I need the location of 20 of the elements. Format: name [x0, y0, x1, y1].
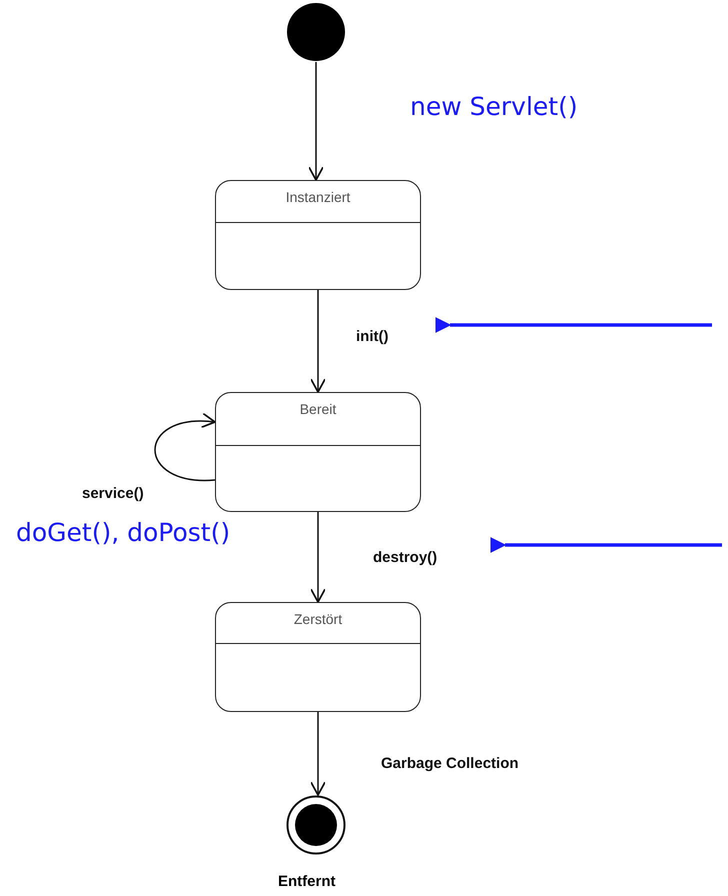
state-box — [215, 180, 421, 290]
edge-label: init() — [356, 328, 388, 345]
transition-arrow — [310, 712, 326, 796]
transition-arrow — [308, 62, 324, 181]
transition-arrow — [310, 512, 326, 603]
state-box — [215, 392, 421, 512]
state-name: Instanziert — [284, 189, 352, 205]
initial-state — [286, 2, 346, 62]
state-name: Bereit — [298, 401, 338, 417]
final-state — [286, 795, 346, 855]
method-annotation: doGet(), doPost() — [16, 518, 230, 547]
edge-label: destroy() — [373, 549, 438, 566]
edge-label: service() — [82, 485, 144, 502]
self-transition-arrow — [154, 414, 216, 481]
transition-arrow — [310, 290, 326, 393]
state-box — [215, 602, 421, 712]
state-label: Entfernt — [278, 873, 336, 890]
method-annotation: new Servlet() — [410, 92, 578, 121]
edge-label: Garbage Collection — [381, 755, 519, 772]
state-name: Zerstört — [292, 611, 344, 627]
